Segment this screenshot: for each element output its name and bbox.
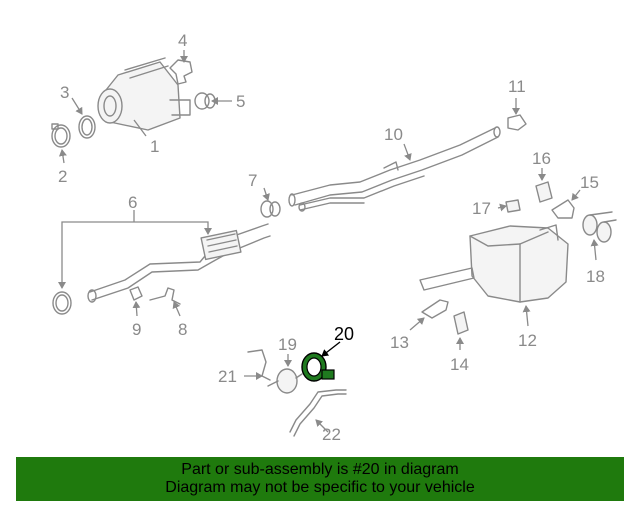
hanger-part-16 — [535, 181, 553, 203]
label-21: 21 — [218, 367, 237, 386]
label-18: 18 — [586, 267, 605, 286]
banner-line-disclaimer: Diagram may not be specific to your vehi… — [165, 479, 475, 496]
label-9: 9 — [132, 320, 141, 339]
label-1: 1 — [150, 137, 159, 156]
bracket-part-8 — [149, 287, 181, 305]
label-22: 22 — [322, 425, 341, 444]
hanger-part-14 — [453, 311, 469, 335]
banner-line-part: Part or sub-assembly is #20 in diagram — [181, 461, 459, 478]
label-16: 16 — [532, 149, 551, 168]
tailpipe-tip-part — [582, 211, 617, 243]
label-10: 10 — [384, 125, 403, 144]
front-pipe-part — [52, 223, 271, 315]
label-6: 6 — [128, 193, 137, 212]
label-13: 13 — [390, 333, 409, 352]
label-4: 4 — [178, 31, 187, 50]
catalytic-converter-part — [97, 57, 191, 131]
label-12: 12 — [518, 331, 537, 350]
rear-muffler-part — [419, 224, 569, 303]
bracket-part-9 — [129, 286, 143, 301]
vacuum-unit-part — [267, 368, 303, 394]
label-3: 3 — [60, 83, 69, 102]
label-20-highlighted: 20 — [334, 324, 354, 344]
bracket-part-13 — [421, 299, 449, 319]
label-19: 19 — [278, 335, 297, 354]
label-11: 11 — [508, 77, 526, 96]
vacuum-hose-part — [289, 389, 347, 437]
highlight-notice-banner: Part or sub-assembly is #20 in diagram D… — [16, 457, 624, 501]
hanger-part-11 — [507, 114, 527, 131]
hanger-part-17 — [505, 199, 521, 213]
leader-lines — [58, 50, 599, 433]
label-17: 17 — [472, 199, 491, 218]
clamp-part-7 — [260, 200, 281, 218]
bracket-part-15 — [551, 199, 575, 219]
label-8: 8 — [178, 320, 187, 339]
label-5: 5 — [236, 92, 245, 111]
part-number-labels: 1 2 3 4 5 6 7 8 9 10 11 12 13 14 15 16 1… — [58, 31, 605, 444]
clamp-ring-part — [51, 123, 71, 148]
highlighted-clamp-part-20 — [301, 352, 335, 382]
label-7: 7 — [248, 171, 257, 190]
bracket-part-21 — [247, 349, 271, 381]
exhaust-parts-diagram: 1 2 3 4 5 6 7 8 9 10 11 12 13 14 15 16 1… — [51, 31, 617, 444]
label-14: 14 — [450, 355, 469, 374]
center-pipe-part — [288, 126, 501, 212]
label-2: 2 — [58, 167, 67, 186]
label-15: 15 — [580, 173, 599, 192]
gasket-part — [78, 115, 96, 139]
